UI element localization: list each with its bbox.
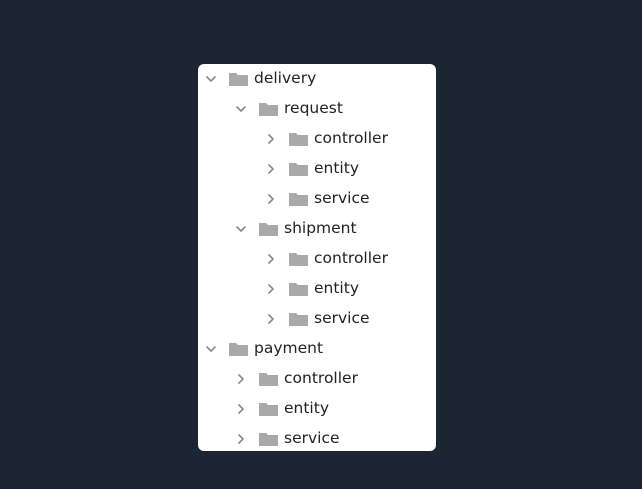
project-tree: delivery request controller — [198, 64, 436, 451]
tree-node-label: controller — [314, 129, 388, 148]
tree-node-label: service — [314, 309, 370, 328]
tree-node-payment-controller[interactable]: controller — [198, 364, 436, 394]
folder-icon — [288, 191, 309, 207]
chevron-right-icon[interactable] — [234, 372, 248, 386]
folder-icon — [228, 71, 249, 87]
tree-node-label: shipment — [284, 219, 357, 238]
chevron-down-icon[interactable] — [204, 342, 218, 356]
chevron-down-icon[interactable] — [234, 102, 248, 116]
chevron-right-icon[interactable] — [234, 432, 248, 446]
tree-node-label: controller — [314, 249, 388, 268]
tree-node-shipment-service[interactable]: service — [198, 304, 436, 334]
tree-node-shipment[interactable]: shipment — [198, 214, 436, 244]
tree-node-label: request — [284, 99, 343, 118]
tree-node-label: controller — [284, 369, 358, 388]
chevron-right-icon[interactable] — [264, 312, 278, 326]
tree-node-shipment-entity[interactable]: entity — [198, 274, 436, 304]
tree-node-label: entity — [284, 399, 329, 418]
tree-node-payment-entity[interactable]: entity — [198, 394, 436, 424]
chevron-right-icon[interactable] — [234, 402, 248, 416]
chevron-down-icon[interactable] — [204, 72, 218, 86]
tree-node-shipment-controller[interactable]: controller — [198, 244, 436, 274]
tree-node-label: service — [284, 429, 340, 448]
chevron-right-icon[interactable] — [264, 282, 278, 296]
project-tree-panel: delivery request controller — [198, 64, 436, 451]
chevron-down-icon[interactable] — [234, 222, 248, 236]
tree-node-label: entity — [314, 279, 359, 298]
folder-icon — [288, 251, 309, 267]
folder-icon — [258, 371, 279, 387]
tree-node-label: delivery — [254, 69, 317, 88]
tree-node-delivery[interactable]: delivery — [198, 64, 436, 94]
tree-node-payment-service[interactable]: service — [198, 424, 436, 451]
folder-icon — [228, 341, 249, 357]
tree-node-request-entity[interactable]: entity — [198, 154, 436, 184]
tree-node-payment[interactable]: payment — [198, 334, 436, 364]
folder-icon — [258, 101, 279, 117]
chevron-right-icon[interactable] — [264, 192, 278, 206]
chevron-right-icon[interactable] — [264, 132, 278, 146]
tree-node-label: entity — [314, 159, 359, 178]
chevron-right-icon[interactable] — [264, 162, 278, 176]
folder-icon — [288, 311, 309, 327]
tree-node-label: payment — [254, 339, 324, 358]
chevron-right-icon[interactable] — [264, 252, 278, 266]
folder-icon — [258, 431, 279, 447]
folder-icon — [288, 131, 309, 147]
tree-node-label: service — [314, 189, 370, 208]
folder-icon — [258, 221, 279, 237]
folder-icon — [288, 281, 309, 297]
tree-node-request[interactable]: request — [198, 94, 436, 124]
tree-node-request-controller[interactable]: controller — [198, 124, 436, 154]
tree-node-request-service[interactable]: service — [198, 184, 436, 214]
folder-icon — [258, 401, 279, 417]
folder-icon — [288, 161, 309, 177]
